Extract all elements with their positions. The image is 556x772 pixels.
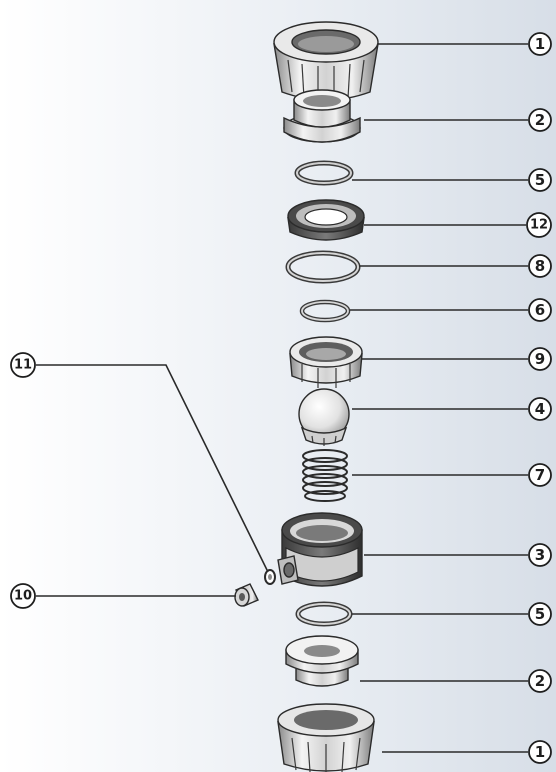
large-o-ring-drawing <box>285 250 361 284</box>
small-o-ring-drawing <box>299 299 351 323</box>
ball-guide-drawing <box>289 336 363 388</box>
valve-body-drawing <box>277 512 363 587</box>
callout-number: 1 <box>535 743 545 761</box>
callout-12: 12 <box>526 212 552 238</box>
union-nut-bottom-drawing <box>277 703 375 772</box>
callout-number: 11 <box>14 358 32 373</box>
callout-4: 4 <box>528 397 552 421</box>
callout-number: 2 <box>535 111 545 129</box>
end-connector-top-drawing <box>283 89 361 143</box>
callout-7: 7 <box>528 463 552 487</box>
callout-6: 6 <box>528 298 552 322</box>
side-plug-drawing <box>234 583 259 607</box>
callout-5-bottom: 5 <box>528 602 552 626</box>
spring-drawing <box>302 449 348 502</box>
leader-line <box>36 364 269 573</box>
seat-ring-drawing <box>287 199 365 241</box>
callout-number: 1 <box>535 35 545 53</box>
callout-5-top: 5 <box>528 168 552 192</box>
callout-number: 3 <box>535 546 545 564</box>
leader-lines <box>36 43 528 753</box>
callout-number: 2 <box>535 672 545 690</box>
callout-1-top: 1 <box>528 32 552 56</box>
ball-drawing <box>298 388 350 446</box>
callout-number: 5 <box>535 605 545 623</box>
callout-number: 6 <box>535 301 545 319</box>
union-nut-top-drawing <box>273 21 379 101</box>
o-ring-bottom-drawing <box>295 601 353 627</box>
callout-number: 7 <box>535 466 545 484</box>
callout-3: 3 <box>528 543 552 567</box>
o-ring-top-drawing <box>294 160 354 186</box>
callout-9: 9 <box>528 347 552 371</box>
callout-11: 11 <box>10 352 36 378</box>
callout-10: 10 <box>10 583 36 609</box>
callout-number: 4 <box>535 400 545 418</box>
callout-number: 8 <box>535 257 545 275</box>
callout-number: 10 <box>14 589 32 604</box>
callout-number: 9 <box>535 350 545 368</box>
callout-2-bottom: 2 <box>528 669 552 693</box>
callout-number: 12 <box>530 218 548 233</box>
callout-8: 8 <box>528 254 552 278</box>
callout-number: 5 <box>535 171 545 189</box>
side-washer-drawing <box>264 569 276 585</box>
callout-1-bottom: 1 <box>528 740 552 764</box>
callout-2-top: 2 <box>528 108 552 132</box>
end-connector-bottom-drawing <box>285 635 359 687</box>
